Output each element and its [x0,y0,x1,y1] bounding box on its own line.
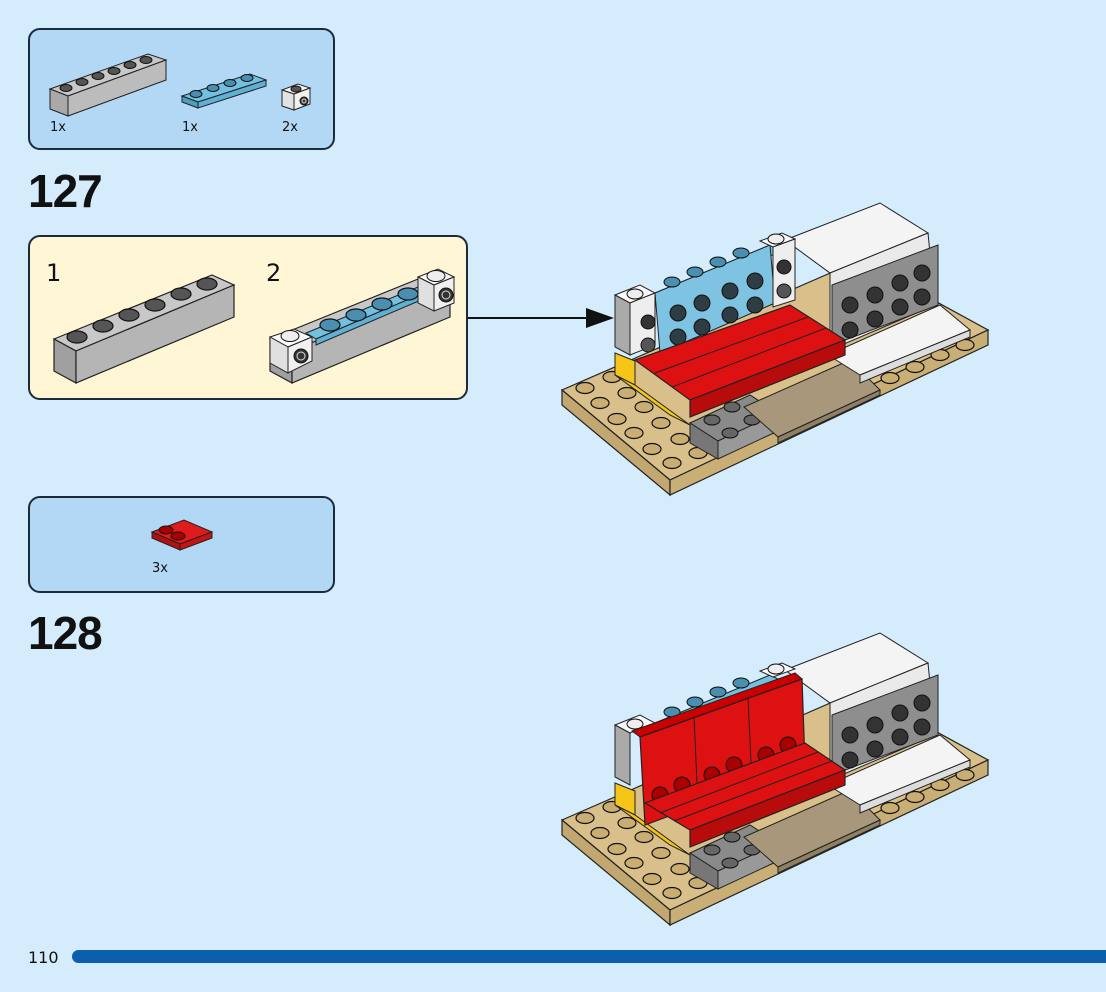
part-red-2x2-plate [150,519,214,551]
substep-1-grey-brick [52,274,236,385]
arrow-icon [468,308,614,328]
part-azure-1x4-plate [180,73,268,109]
part-quantity: 1x [50,120,66,135]
model-illustration-step-128 [560,632,990,927]
substep-2-assembled-brick [268,268,456,385]
progress-bar-fill [72,950,1106,963]
parts-list-step-127: 1x 1x 2x [28,28,335,150]
part-white-1x1-side-stud [280,83,312,111]
substep-number: 2 [266,259,282,287]
step-number: 128 [28,607,103,659]
part-quantity: 2x [282,120,298,135]
page-number: 110 [28,948,59,967]
substep-number: 1 [46,259,62,287]
model-illustration-step-127 [560,202,990,497]
part-quantity: 1x [182,120,198,135]
progress-bar [72,950,1106,963]
step-number: 127 [28,165,103,217]
part-quantity: 3x [152,561,168,576]
part-grey-1x6-brick [48,53,168,117]
subassembly-box: 1 2 [28,235,468,400]
parts-list-step-128: 3x [28,496,335,593]
